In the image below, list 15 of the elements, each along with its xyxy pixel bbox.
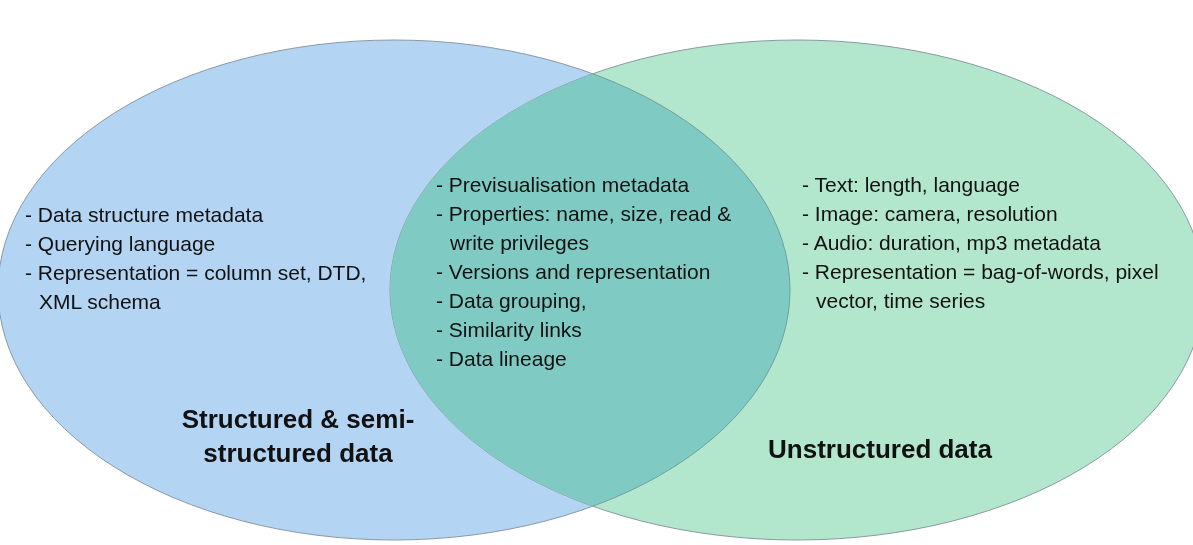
set-title: Structured & semi-structured data <box>180 403 416 470</box>
list-item: - Representation = bag-of-words, pixel vector, time series <box>802 259 1160 314</box>
list-item: - Similarity links <box>436 317 583 343</box>
list-item: - Text: length, language <box>802 172 1021 198</box>
list-item: - Audio: duration, mp3 metadata <box>802 230 1102 256</box>
list-item: - Versions and representation <box>436 259 712 285</box>
list-item: - Data structure metadata <box>25 202 265 228</box>
set-title: Unstructured data <box>767 433 993 466</box>
list-item: - Previsualisation metadata <box>436 172 691 198</box>
list-item: - Image: camera, resolution <box>802 201 1059 227</box>
list-item: - Data lineage <box>436 346 568 372</box>
list-item: - Data grouping, <box>436 288 588 314</box>
list-item: - Properties: name, size, read & write privileges <box>436 201 733 256</box>
list-item: - Querying language <box>25 231 217 257</box>
list-item: - Representation = column set, DTD, XML schema <box>25 260 368 315</box>
